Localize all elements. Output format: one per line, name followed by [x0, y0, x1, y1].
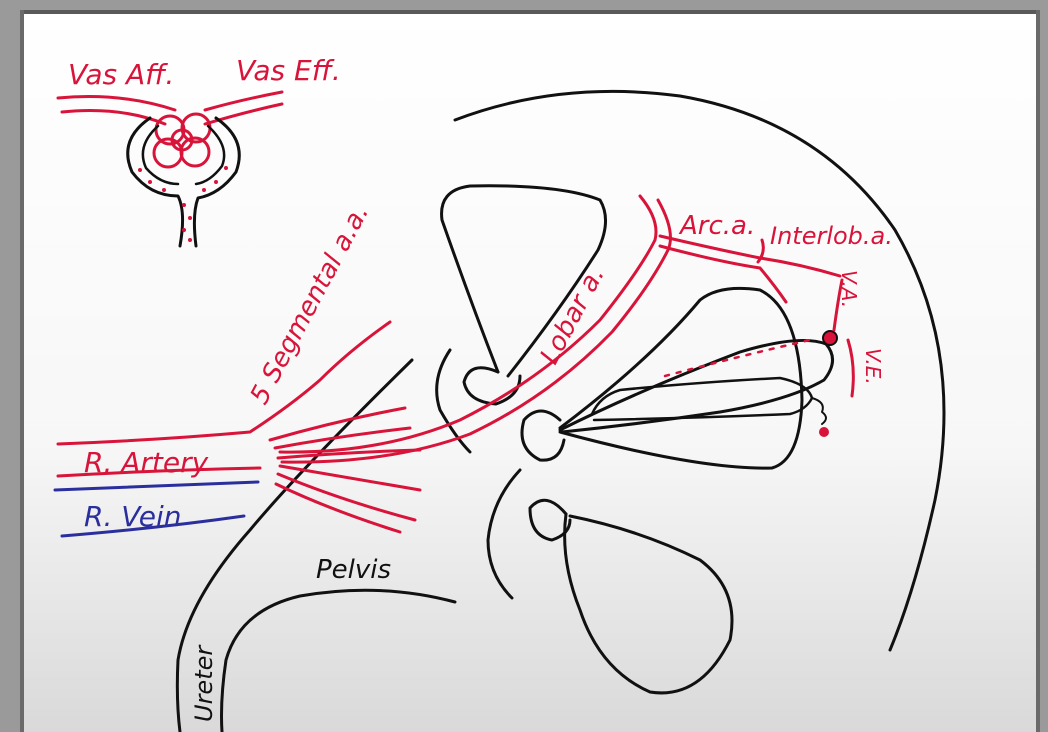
label-renal-vein: R. Vein: [84, 500, 182, 533]
glomerulus-dot-lower: [819, 427, 829, 437]
whiteboard-edge-left: [20, 10, 24, 732]
label-ureter: Ureter: [190, 644, 218, 722]
label-pelvis: Pelvis: [316, 555, 391, 585]
whiteboard-edge-right: [1036, 10, 1040, 732]
glomerulus-dot-upper: [823, 331, 837, 345]
label-ve: V.E.: [861, 348, 885, 385]
label-vas-afferens: Vas Aff.: [68, 58, 174, 91]
label-vas-efferens: Vas Eff.: [236, 54, 341, 87]
label-arcuate-artery: Arc.a.: [678, 211, 755, 241]
label-va: V.A.: [837, 270, 861, 308]
whiteboard: [22, 12, 1040, 732]
label-interlobular-artery: Interlob.a.: [770, 222, 893, 250]
whiteboard-edge-top: [22, 10, 1040, 14]
label-renal-artery: R. Artery: [84, 446, 209, 479]
